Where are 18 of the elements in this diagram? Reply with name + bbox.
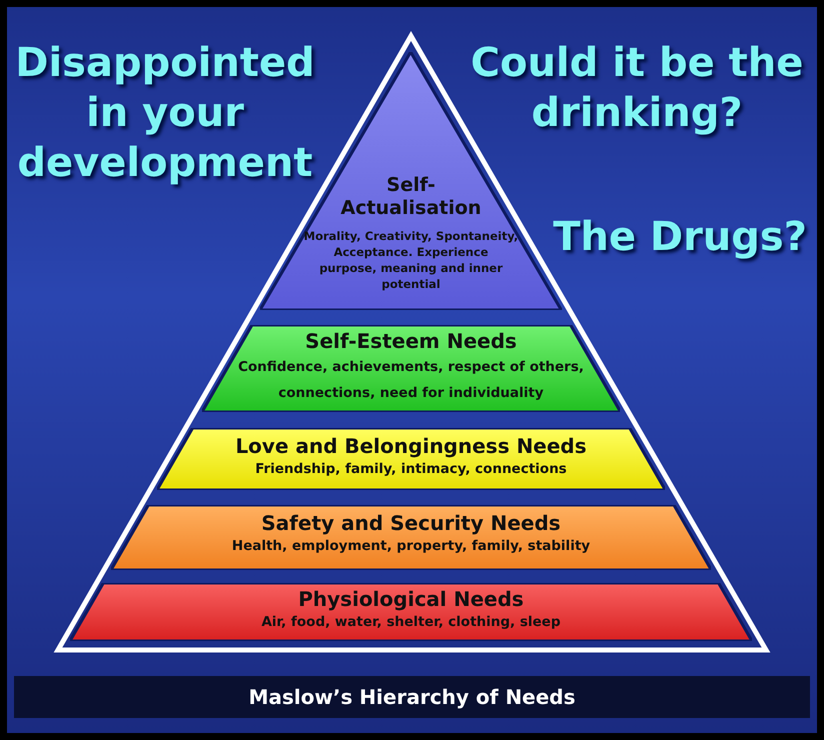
slogan-text: The Drugs? (552, 213, 808, 262)
pyramid-tier (156, 428, 666, 490)
tier-description: Health, employment, property, family, stability (232, 537, 590, 556)
tier-heading: Physiological Needs (298, 587, 524, 611)
pyramid-tier (70, 583, 752, 641)
slogan-text: Disappointed in your development (14, 39, 316, 188)
tier-description: Air, food, water, shelter, clothing, sleep (261, 613, 561, 632)
tier-description: Friendship, family, intimacy, connections (255, 460, 567, 479)
tier-heading: Self- Actualisation (340, 174, 482, 220)
tier-heading: Love and Belongingness Needs (235, 434, 587, 458)
tier-heading: Self-Esteem Needs (305, 329, 517, 353)
tier-heading: Safety and Security Needs (261, 511, 561, 535)
pyramid-tier (202, 325, 620, 412)
caption: Maslow’s Hierarchy of Needs (248, 685, 576, 709)
pyramid-tier (110, 505, 712, 570)
slogan-text: Could it be the drinking? (470, 39, 804, 138)
tier-description: Confidence, achievements, respect of others, connections, need for individuality (237, 358, 585, 403)
tier-description: Morality, Creativity, Spontaneity, Acceptance. Experience purpose, meaning and inner potential (303, 228, 518, 292)
